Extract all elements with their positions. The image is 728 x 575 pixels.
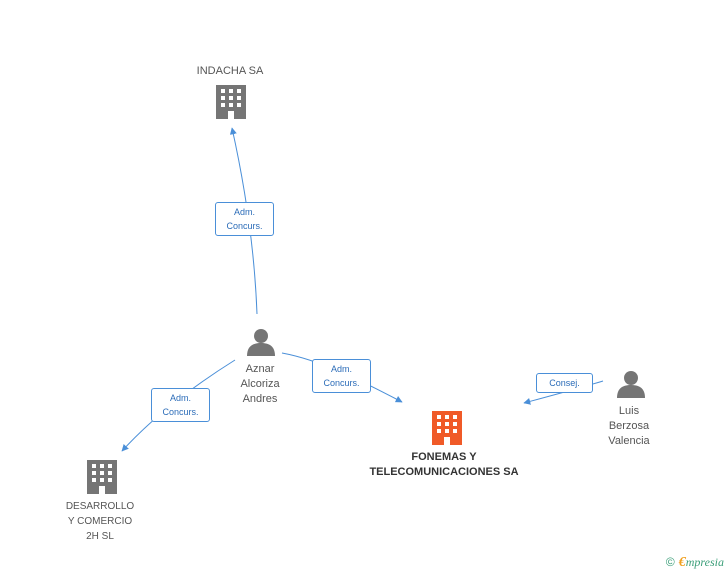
edge-label-luis-fonemas[interactable]: Consej. — [536, 373, 593, 393]
node-label-line: Andres — [242, 393, 278, 405]
node-label-line: DESARROLLO — [65, 501, 135, 512]
edge-label-aznar-indacha[interactable]: Adm. Concurs. — [215, 202, 274, 236]
person-icon[interactable] — [617, 371, 645, 398]
node-label-desarrollo[interactable]: DESARROLLO Y COMERCIO 2H SL — [50, 499, 150, 544]
building-icon[interactable] — [87, 460, 117, 494]
node-label-line: Aznar — [245, 363, 275, 375]
node-label-indacha[interactable]: INDACHA SA — [180, 64, 280, 79]
edge-label-line: Adm. — [233, 207, 255, 217]
building-icon-main[interactable] — [432, 411, 462, 445]
edge-label-line: Consej. — [549, 378, 580, 388]
edge-label-line: Concurs. — [162, 407, 199, 417]
edge-label-line: Concurs. — [226, 221, 263, 231]
node-label-line: Alcoriza — [240, 378, 280, 390]
building-icon[interactable] — [216, 85, 246, 119]
node-label-line: FONEMAS Y — [411, 451, 477, 463]
node-label-text: INDACHA SA — [196, 65, 264, 77]
node-label-fonemas[interactable]: FONEMAS Y TELECOMUNICACIONES SA — [354, 450, 534, 480]
brand-logo-text: mpresia — [685, 555, 724, 569]
node-label-line: Valencia — [608, 435, 650, 447]
copyright-footer: ©€mpresia — [666, 555, 724, 571]
node-label-line: 2H SL — [86, 531, 114, 542]
node-label-aznar[interactable]: Aznar Alcoriza Andres — [221, 362, 299, 407]
node-label-line: Luis — [618, 405, 640, 417]
node-label-line: Y COMERCIO — [67, 516, 133, 527]
person-icon[interactable] — [247, 329, 275, 356]
node-label-line: Berzosa — [608, 420, 650, 432]
edge-label-line: Adm. — [169, 393, 191, 403]
node-label-line: TELECOMUNICACIONES SA — [369, 466, 519, 478]
brand-logo-initial: € — [678, 555, 686, 570]
edge-label-line: Concurs. — [323, 378, 360, 388]
edge-label-aznar-desarrollo[interactable]: Adm. Concurs. — [151, 388, 210, 422]
node-label-luis[interactable]: Luis Berzosa Valencia — [596, 404, 662, 449]
edge-label-line: Adm. — [330, 364, 352, 374]
edge-label-aznar-fonemas[interactable]: Adm. Concurs. — [312, 359, 371, 393]
copyright-symbol: © — [665, 555, 675, 569]
